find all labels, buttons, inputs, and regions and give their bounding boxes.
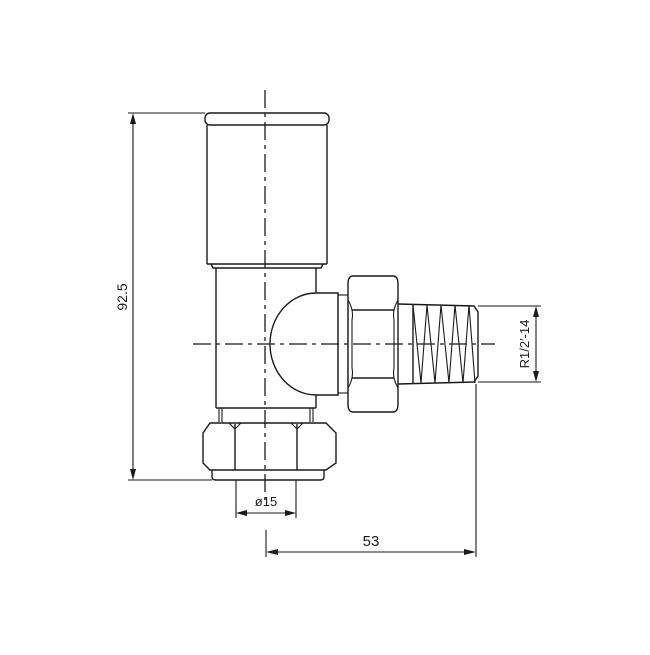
dimension-offset: 53	[265, 384, 477, 557]
offset-label: 53	[363, 533, 380, 550]
valve-body	[215, 268, 317, 422]
height-label: 92.5	[114, 283, 130, 310]
dimension-height: 92.5	[114, 112, 212, 481]
diameter-label: ø15	[255, 494, 277, 509]
valve-cap	[204, 112, 330, 269]
dimension-thread: R1/2′-14	[478, 305, 541, 383]
dimension-outlet-diameter: ø15	[235, 480, 297, 518]
thread-label: R1/2′-14	[517, 320, 532, 369]
bottom-nut	[202, 422, 337, 481]
